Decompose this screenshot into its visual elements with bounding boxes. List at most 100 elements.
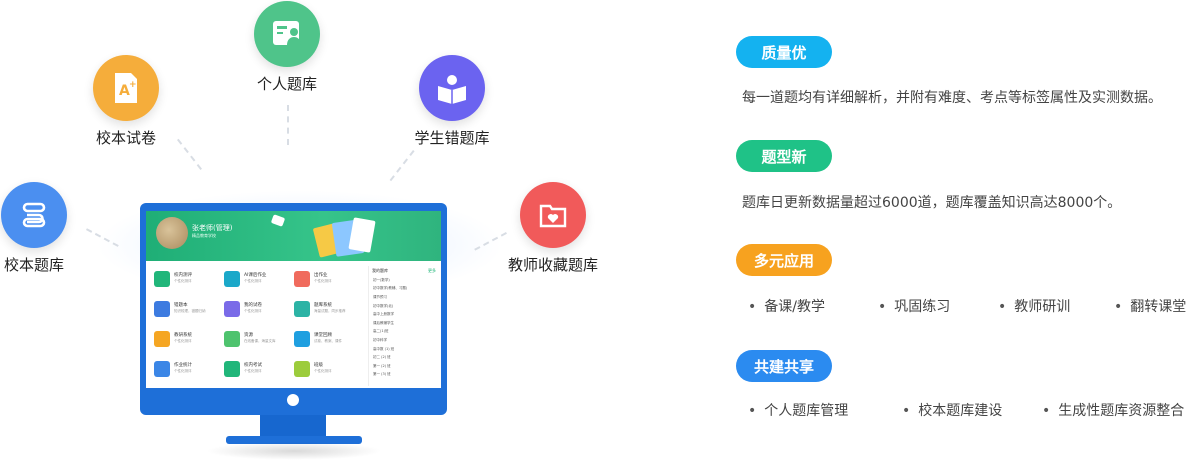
bullet-item: 校本题库建设 — [902, 400, 1002, 420]
ai-icon — [224, 271, 240, 287]
tile-homework-stats[interactable]: 作业统计个性化测评 — [152, 359, 222, 387]
tile-class-review[interactable]: 课堂回顾试卷、教案、课件 — [292, 329, 362, 357]
stack-icon — [1, 182, 67, 248]
tile-title: 出作业 — [314, 273, 328, 278]
list-header: 我的题库 — [372, 268, 388, 273]
monitor: 张老师(管理) 精品教育学校 校内测评个性化测评 AI课后作业个性化测评 出作业… — [140, 203, 447, 415]
tile-title: 我的试卷 — [244, 303, 262, 308]
monitor-base — [226, 436, 362, 444]
list-item[interactable]: 课节预习 — [373, 294, 387, 299]
tile-school-exam[interactable]: 校内考试个性化测评 — [222, 359, 292, 387]
bullet-item: 备课/教学 — [748, 296, 825, 316]
monitor-neck — [260, 415, 326, 437]
bar-chart-icon — [224, 361, 240, 377]
node-personal-bank[interactable]: 个人题库 — [222, 1, 352, 94]
tile-assign-homework[interactable]: 出作业个性化测评 — [292, 269, 362, 297]
badge-multi-use: 多元应用 — [736, 244, 832, 276]
multi-use-list: 备课/教学 巩固练习 教师研训 翻转课堂 — [748, 296, 1186, 316]
power-button — [287, 394, 299, 406]
badge-new-types: 题型新 — [736, 140, 832, 172]
tile-subtitle: 个性化测评 — [174, 369, 192, 373]
tile-title: 错题本 — [174, 303, 188, 308]
tile-subtitle: 个性化测评 — [314, 279, 332, 283]
teacher-name: 张老师(管理) — [192, 224, 233, 232]
paper-illustration — [348, 217, 376, 253]
tile-my-papers[interactable]: 我的试卷个性化测评 — [222, 299, 292, 327]
list-item[interactable]: 初二 (2) 班 — [373, 355, 391, 360]
connector-line — [287, 105, 289, 145]
tile-title: 资源 — [244, 333, 253, 338]
paper-plane-illustration — [270, 214, 286, 227]
tile-subtitle: 个性化测评 — [244, 369, 262, 373]
bullet-item: 生成性题库资源整合 — [1042, 400, 1184, 420]
list-item[interactable]: 第一 (2) 班 — [373, 363, 391, 368]
stats-icon — [154, 361, 170, 377]
more-link[interactable]: 更多 — [428, 268, 436, 273]
grid-dots-icon — [224, 331, 240, 347]
list-item[interactable]: 高二(1)班 — [373, 329, 389, 334]
bullet-item: 个人题库管理 — [748, 400, 848, 420]
new-types-description: 题库日更新数据量超过6000道，题库覆盖知识高达8000个。 — [742, 195, 1122, 211]
shared-list: 个人题库管理 校本题库建设 生成性题库资源整合 — [748, 400, 1186, 420]
tile-title: 校内测评 — [174, 273, 192, 278]
list-item[interactable]: 初一(数学) — [373, 277, 390, 282]
node-label: 校本题库 — [3, 256, 64, 274]
node-teacher-favorites[interactable]: 教师收藏题库 — [488, 182, 618, 275]
list-icon — [294, 361, 310, 377]
profile-banner: 张老师(管理) 精品教育学校 — [146, 211, 441, 261]
tile-title: 教研系统 — [174, 333, 192, 338]
node-student-errors[interactable]: 学生错题库 — [387, 55, 517, 148]
tile-subtitle: 海量试题，同步推荐 — [314, 309, 346, 313]
tile-school-test[interactable]: 校内测评个性化测评 — [152, 269, 222, 297]
node-label: 校本试卷 — [95, 129, 156, 147]
book-icon — [294, 301, 310, 317]
heart-folder-icon — [520, 182, 586, 248]
screen-icon — [294, 331, 310, 347]
school-name: 精品教育学校 — [192, 233, 216, 238]
badge-quality: 质量优 — [736, 36, 832, 68]
tile-question-bank[interactable]: 题库系统海量试题，同步推荐 — [292, 299, 362, 327]
node-school-paper[interactable]: A + 校本试卷 — [61, 55, 191, 148]
tile-subtitle: 个性化测评 — [314, 369, 332, 373]
tile-research[interactable]: 教研系统个性化测评 — [152, 329, 222, 357]
badge-shared: 共建共享 — [736, 350, 832, 382]
tile-error-book[interactable]: 错题本知识梳理，错题归纳 — [152, 299, 222, 327]
list-item[interactable]: 初中数学(北) — [373, 303, 394, 308]
list-item[interactable]: 第一 (3) 班 — [373, 372, 391, 377]
tile-title: 课堂回顾 — [314, 333, 332, 338]
tile-title: AI课后作业 — [244, 273, 267, 278]
bullet-item: 翻转课堂 — [1114, 296, 1186, 316]
tile-subtitle: 试卷、教案、课件 — [314, 339, 342, 343]
list-item[interactable]: 高中数 (1) 班 — [373, 346, 395, 351]
monitor-shadow — [206, 442, 382, 460]
connector-line — [389, 150, 415, 182]
tile-subtitle: 在线备课，海量文库 — [244, 339, 276, 343]
tile-subtitle: 知识梳理，错题归纳 — [174, 309, 206, 313]
node-label: 学生错题库 — [414, 129, 490, 147]
clipboard-icon — [154, 301, 170, 317]
tile-resources[interactable]: 资源在线备课，海量文库 — [222, 329, 292, 357]
bullet-item: 巩固练习 — [878, 296, 950, 316]
node-school-bank[interactable]: 校本题库 — [0, 182, 99, 275]
list-item[interactable]: 高中上册数学 — [373, 312, 394, 317]
list-item[interactable]: 课后教辅学生 — [373, 320, 394, 325]
tile-title: 题库系统 — [314, 303, 332, 308]
tile-title: 校内考试 — [244, 363, 262, 368]
tile-class[interactable]: 班级个性化测评 — [292, 359, 362, 387]
avatar — [156, 217, 188, 249]
node-label: 个人题库 — [256, 75, 317, 93]
my-bank-list: 我的题库 更多 初一(数学) 初中数学(教辅、习题) 课节预习 初中数学(北) 高… — [368, 266, 439, 386]
edit-icon — [294, 271, 310, 287]
folder-icon — [154, 331, 170, 347]
svg-text:A: A — [119, 83, 130, 99]
tile-ai-homework[interactable]: AI课后作业个性化测评 — [222, 269, 292, 297]
tile-title: 班级 — [314, 363, 323, 368]
list-item[interactable]: 初中数学(教辅、习题) — [373, 286, 408, 291]
quality-description: 每一道题均有详细解析，并附有难度、考点等标签属性及实测数据。 — [742, 90, 1162, 106]
list-item[interactable]: 初中科学 — [373, 337, 387, 342]
exam-paper-icon: A + — [93, 55, 159, 121]
node-label: 教师收藏题库 — [507, 256, 598, 274]
tile-subtitle: 个性化测评 — [244, 309, 262, 313]
bullet-item: 教师研训 — [998, 296, 1070, 316]
svg-text:+: + — [129, 80, 137, 90]
